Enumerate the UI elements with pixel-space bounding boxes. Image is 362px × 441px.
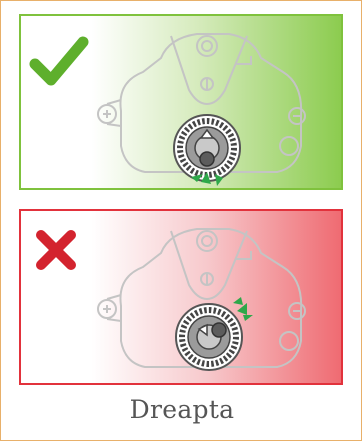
gear-dial <box>175 303 243 371</box>
correct-example-diagram <box>29 33 306 186</box>
machine-housing-outline <box>97 228 306 368</box>
wrong-example-panel <box>19 209 343 385</box>
correct-example-panel <box>19 14 343 190</box>
wrong-cross-mark-icon <box>36 230 76 270</box>
machine-housing-outline <box>97 33 306 173</box>
gear-dial <box>173 114 241 182</box>
wrong-example-diagram <box>36 228 306 371</box>
alignment-indicator <box>233 297 253 321</box>
alignment-indicator <box>191 172 223 186</box>
correct-check-mark-icon <box>29 36 89 86</box>
caption-label: Dreapta <box>129 395 235 424</box>
